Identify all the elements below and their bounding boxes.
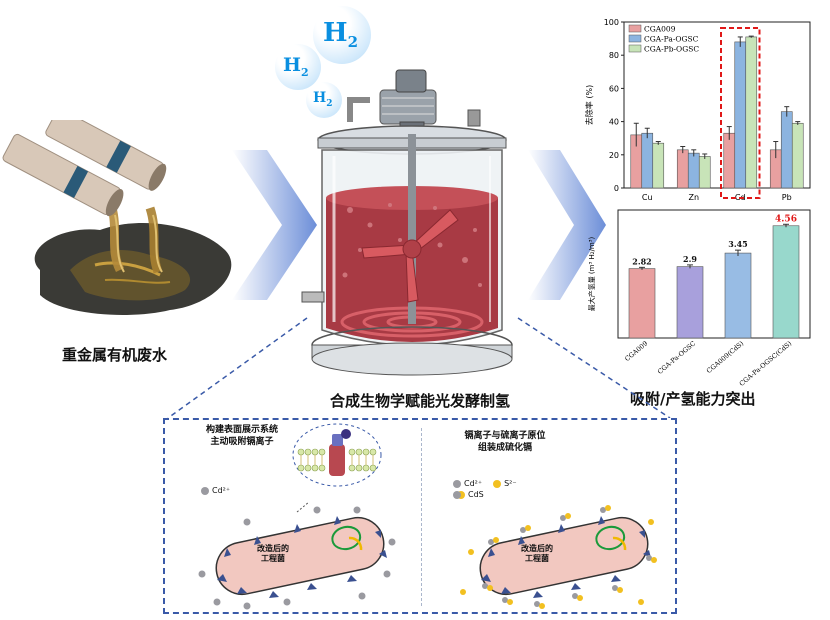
left-cell-label: 改造后的 工程菌	[257, 544, 289, 564]
right-legend: Cd²⁺ S²⁻ CdS	[453, 478, 517, 500]
wastewater-illustration	[2, 120, 232, 315]
plot-frame	[623, 21, 811, 189]
h2-text: H	[313, 90, 327, 106]
arrow-right-icon	[232, 150, 317, 300]
y-axis-label: 最大产氢量 (m³ H₂/m³)	[587, 236, 596, 311]
legend-label: CGA-Pb-OGSC	[644, 45, 699, 54]
h2-subscript: 2	[326, 98, 333, 109]
panel-divider	[421, 428, 422, 606]
cd-ion-label: Cd²⁺	[464, 479, 483, 488]
y-tick-label: 60	[609, 84, 619, 93]
left-panel-title: 构建表面展示系统 主动吸附镉离子	[187, 424, 297, 448]
cd-ion-icon	[201, 486, 209, 495]
engineered-cell-left	[198, 502, 396, 610]
h2-subscript: 2	[300, 65, 309, 79]
left-cell-line-2: 工程菌	[261, 554, 285, 563]
legend-label: CGA009	[644, 25, 676, 34]
cd-ion-label: Cd²⁺	[212, 486, 231, 495]
left-title-line-1: 构建表面展示系统	[205, 425, 278, 435]
bar	[772, 225, 800, 339]
data-label: 3.45	[728, 239, 747, 249]
right-title-line-1: 镉离子与硫离子原位	[464, 431, 546, 441]
legend-label: CGA-Pa-OGSC	[644, 35, 699, 44]
bioreactor	[301, 69, 513, 376]
y-tick-label: 20	[609, 151, 619, 160]
wastewater-label: 重金属有机废水	[62, 346, 168, 364]
s-ion-label: S²⁻	[504, 479, 517, 488]
bar	[676, 266, 704, 339]
arrow-right-icon	[528, 150, 606, 300]
y-axis-label: 去除率 (%)	[584, 85, 594, 125]
mechanism-panel: 构建表面展示系统 主动吸附镉离子 镉离子与硫离子原位 组装成硫化镉 Cd²⁺	[163, 418, 677, 614]
right-cell-label: 改造后的 工程菌	[521, 544, 553, 564]
data-label: 2.82	[632, 256, 651, 266]
plot-frame	[617, 209, 811, 339]
legend-swatch	[628, 44, 642, 53]
pipe-right	[45, 120, 167, 191]
cd-ion-icon	[453, 479, 461, 488]
right-panel-title: 镉离子与硫离子原位 组装成硫化镉	[445, 430, 565, 454]
engineered-cell-right	[460, 505, 657, 609]
s-ion-icon	[493, 479, 502, 488]
cds-label: CdS	[468, 490, 484, 499]
h2-subscript: 2	[347, 33, 359, 52]
legend-swatch	[628, 24, 642, 33]
legend-swatch	[628, 34, 642, 43]
data-label: 2.9	[683, 254, 697, 264]
hydrogen-production-chart: 最大产氢量 (m³ H₂/m³)2.82CGA0092.9CGA-Pa-OGSC…	[587, 209, 811, 388]
h2-bubble-large: H2	[313, 6, 371, 64]
h2-text: H	[323, 18, 348, 48]
membrane-zoom	[292, 423, 382, 487]
bar	[628, 268, 656, 339]
x-tick-label: Zn	[688, 193, 699, 202]
x-tick-label: Cu	[642, 193, 653, 202]
right-cell-line-2: 工程菌	[525, 554, 549, 563]
fermentation-label: 合成生物学赋能光发酵制氢	[330, 392, 511, 410]
left-title-line-2: 主动吸附镉离子	[210, 437, 274, 447]
pipe-left	[2, 133, 124, 217]
impeller	[361, 209, 459, 303]
right-title-line-2: 组装成硫化镉	[477, 443, 532, 453]
h2-text: H	[283, 54, 301, 76]
y-tick-label: 40	[609, 118, 619, 127]
y-tick-label: 100	[604, 18, 619, 27]
cd-ion-legend: Cd²⁺	[201, 486, 230, 495]
y-tick-label: 80	[609, 51, 619, 60]
cds-icon	[453, 490, 461, 499]
x-tick-label: Pb	[782, 193, 792, 202]
right-cell-line-1: 改造后的	[521, 544, 553, 553]
capacity-label: 吸附/产氢能力突出	[630, 390, 756, 408]
highlight-box	[720, 27, 761, 199]
h2-bubble-medium: H2	[275, 44, 321, 90]
h2-bubble-small: H2	[306, 82, 342, 118]
data-label: 4.56	[775, 214, 797, 224]
y-tick-label: 0	[614, 184, 619, 193]
left-cell-line-1: 改造后的	[257, 544, 289, 553]
